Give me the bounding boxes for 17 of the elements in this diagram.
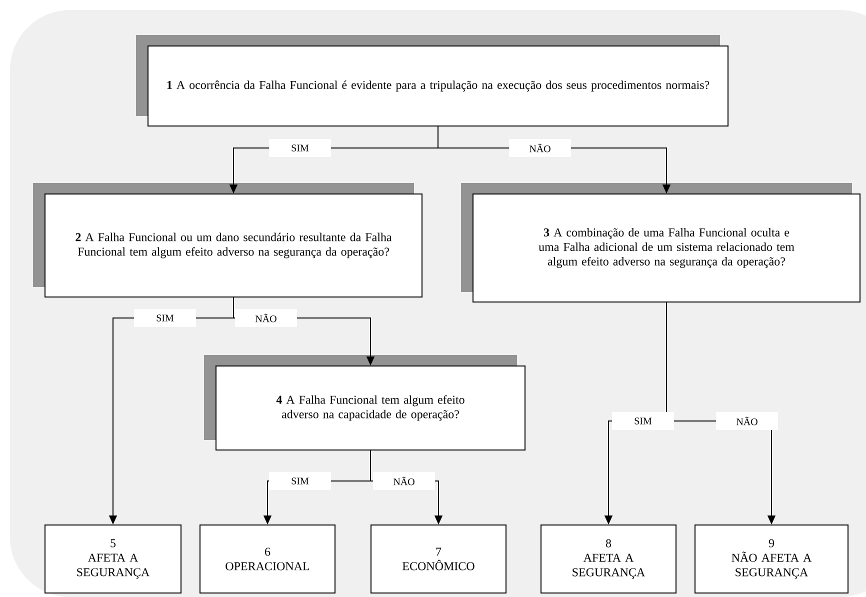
edge-label: SIM	[134, 309, 196, 327]
edge-label: SIM	[612, 412, 674, 430]
outcome-box: 8 AFETA A SEGURANÇA	[540, 524, 676, 594]
edge-label: NÃO	[373, 472, 435, 490]
outcome-box: 5 AFETA A SEGURANÇA	[44, 524, 182, 594]
outcome-box: 6 OPERACIONAL	[200, 524, 336, 594]
question-box: 4 A Falha Funcional tem algum efeito adverso na capacidade de operação?	[204, 355, 526, 450]
edge-label: NÃO	[509, 139, 571, 157]
outcome-box: 9 NÃO AFETA A SEGURANÇA	[694, 524, 849, 594]
question-box: 2 A Falha Funcional ou um dano secundário resultante da Falha Funcional tem algum efeito adverso na segurança da operação?	[33, 183, 422, 298]
outcome-box: 7 ECONÔMICO	[370, 524, 506, 594]
question-box: 3 A combinação de uma Falha Funcional oculta e uma Falha adicional de um sistema relacionado tem algum efeito adverso na segurança da operação?	[461, 183, 860, 302]
question-box: 1 A ocorrência da Falha Funcional é evidente para a tripulação na execução dos seus procedimentos normais?	[136, 35, 728, 126]
edge-label: SIM	[269, 472, 331, 490]
edge-label: NÃO	[235, 309, 297, 327]
edge-label: NÃO	[716, 412, 778, 430]
edge-label: SIM	[269, 139, 331, 157]
